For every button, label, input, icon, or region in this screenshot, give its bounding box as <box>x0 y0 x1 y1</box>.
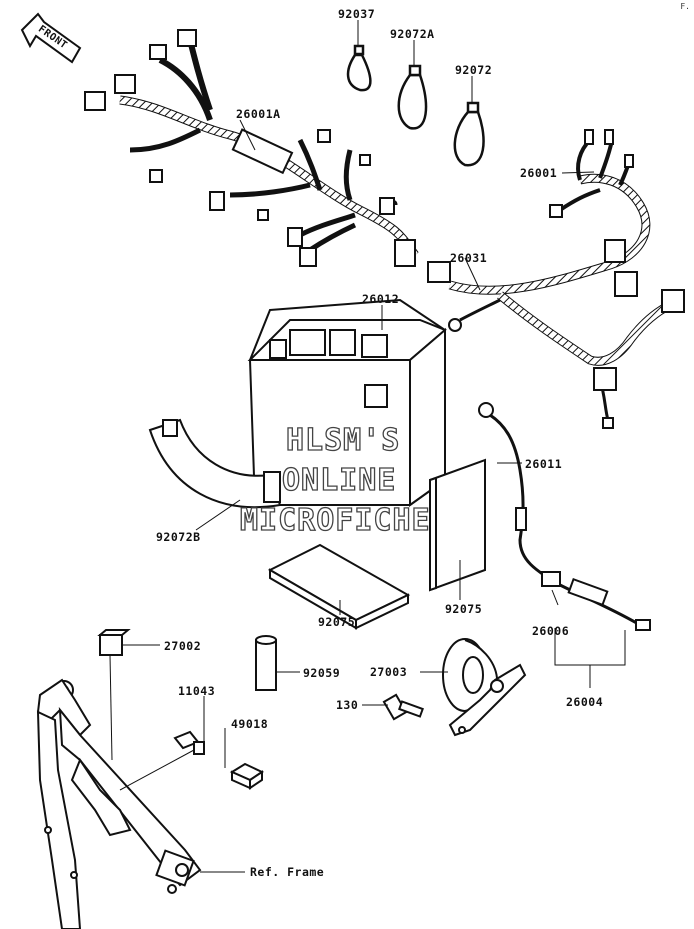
band-92072 <box>453 101 485 167</box>
cable-26011 <box>478 402 651 631</box>
part-label-26011: 26011 <box>525 457 563 471</box>
part-label-92059: 92059 <box>303 666 341 680</box>
part-label-11043: 11043 <box>178 684 216 698</box>
strap-92072B <box>148 418 282 509</box>
sleeve-92059 <box>255 635 277 691</box>
sheet-92075 <box>429 458 486 592</box>
watermark-line-3: MICROFICHE <box>239 503 431 538</box>
clamp-11043 <box>173 730 205 755</box>
watermark-line-2: ONLINE <box>281 463 397 498</box>
part-label-92072A: 92072A <box>390 27 435 41</box>
relay-27002 <box>97 629 131 656</box>
part-label-92072B: 92072B <box>156 530 201 544</box>
cap-49018 <box>229 762 265 790</box>
part-label-27002: 27002 <box>164 639 202 653</box>
part-label-26012: 26012 <box>362 292 400 306</box>
main-harness-connectors <box>84 29 416 267</box>
part-label-27003: 27003 <box>370 665 408 679</box>
part-label-26006: 26006 <box>532 624 570 638</box>
pad-92075 <box>267 543 411 630</box>
part-label-92072: 92072 <box>455 63 493 77</box>
part-label-92075-pad: 92075 <box>318 615 356 629</box>
part-label-92075-sheet: 92075 <box>445 602 483 616</box>
part-label-26031: 26031 <box>450 251 488 265</box>
part-label-26001: 26001 <box>520 166 558 180</box>
watermark-line-1: HLSM'S <box>285 423 401 458</box>
front-arrow-icon <box>20 12 82 64</box>
frame-ref <box>36 678 202 929</box>
bolt-130 <box>382 693 424 721</box>
corner-mark: F. <box>680 2 690 11</box>
battery-26012 <box>247 298 447 507</box>
part-label-92037: 92037 <box>338 7 376 21</box>
leader-lines <box>109 20 626 873</box>
ref-frame-label: Ref. Frame <box>250 865 325 879</box>
horn-27003 <box>442 638 527 737</box>
band-92037 <box>346 44 372 92</box>
part-label-130: 130 <box>336 698 359 712</box>
part-label-49018: 49018 <box>231 717 269 731</box>
band-92072A <box>397 64 428 130</box>
part-label-26001A: 26001A <box>236 107 281 121</box>
sub-harness-connectors <box>427 129 685 429</box>
sub-harness-26031 <box>448 138 673 421</box>
main-harness-26001A <box>119 39 419 258</box>
part-label-26004: 26004 <box>566 695 604 709</box>
